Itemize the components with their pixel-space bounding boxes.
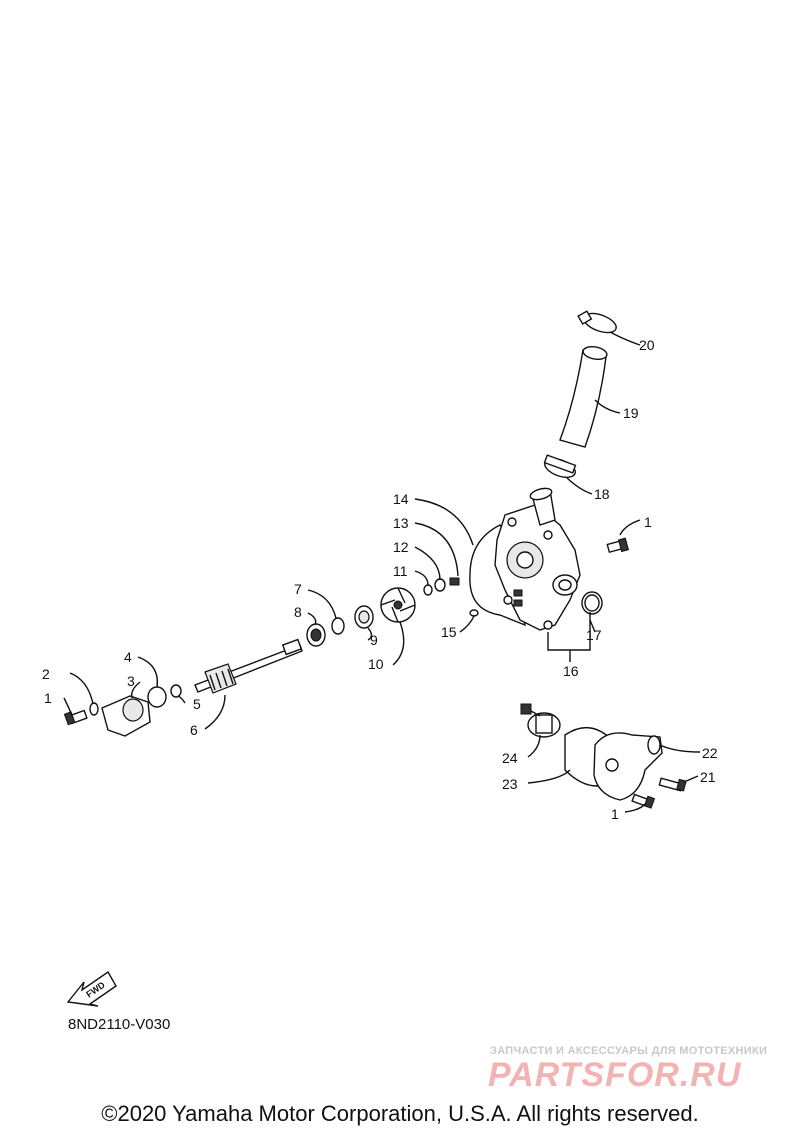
callout-23: 23 [502,776,518,792]
callout-18: 18 [594,486,610,502]
part-9-mechanical-seal [354,605,374,629]
callout-5: 5 [193,696,201,712]
copyright-notice: ©2020 Yamaha Motor Corporation, U.S.A. A… [101,1101,699,1126]
callout-19: 19 [623,405,639,421]
callout-14: 14 [393,491,409,507]
callout-8: 8 [294,604,302,620]
part-8-bearing [306,623,326,647]
callout-4: 4 [124,649,132,665]
part-24-thermostat [520,703,561,738]
part-6-pump-shaft [194,638,303,694]
callout-11: 11 [393,563,408,579]
part-5-washer [170,684,182,698]
part-17-o-ring [581,591,603,615]
callout-15: 15 [441,624,457,640]
callout-10: 10 [368,656,384,672]
part-1-bolt-left [63,709,88,726]
callout-24: 24 [502,750,518,766]
callout-20: 20 [639,337,655,353]
part-19-hose [559,346,608,448]
part-10-impeller [380,587,416,623]
part-1-bolt-upper [606,537,630,554]
callout-12: 12 [393,539,409,555]
part-7-circlip [331,617,345,635]
callout-9: 9 [370,632,378,648]
callout-7: 7 [294,581,302,597]
watermark-tagline: ЗАПЧАСТИ И АКСЕССУАРЫ ДЛЯ МОТОТЕХНИКИ [490,1045,768,1057]
callout-22: 22 [702,745,718,761]
watermark-logo: PARTSFOR.RU [488,1056,742,1094]
part-21-bolt [658,777,687,792]
part-1-bolt-lower [631,793,656,809]
callout-1-upper: 1 [644,514,652,530]
callout-2: 2 [42,666,50,682]
parts-11-13-washer-bolt [423,577,460,596]
part-2-washer [89,702,99,716]
leader-lines [63,331,701,813]
part-20-hose-clamp [577,310,617,334]
callout-1-left: 1 [44,690,52,706]
callout-3: 3 [127,673,135,689]
callout-13: 13 [393,515,409,531]
part-18-hose-clamp [543,454,577,478]
callout-21: 21 [700,769,716,785]
callout-17: 17 [586,627,602,643]
diagram-code: 8ND2110-V030 [68,1016,171,1033]
part-4-o-ring [147,686,167,708]
water-pump-housing [469,487,581,631]
callout-16: 16 [563,663,579,679]
fwd-arrow-icon: FWD [66,970,117,1007]
part-22-thermostat-cover [593,732,663,801]
callout-labels: 20 19 18 14 13 12 11 1 15 17 16 10 9 7 8… [42,337,718,822]
part-15-dowel-pin [469,609,479,617]
callout-1-lower: 1 [611,806,619,822]
callout-6: 6 [190,722,198,738]
part-3-shaft-cover [101,695,151,737]
